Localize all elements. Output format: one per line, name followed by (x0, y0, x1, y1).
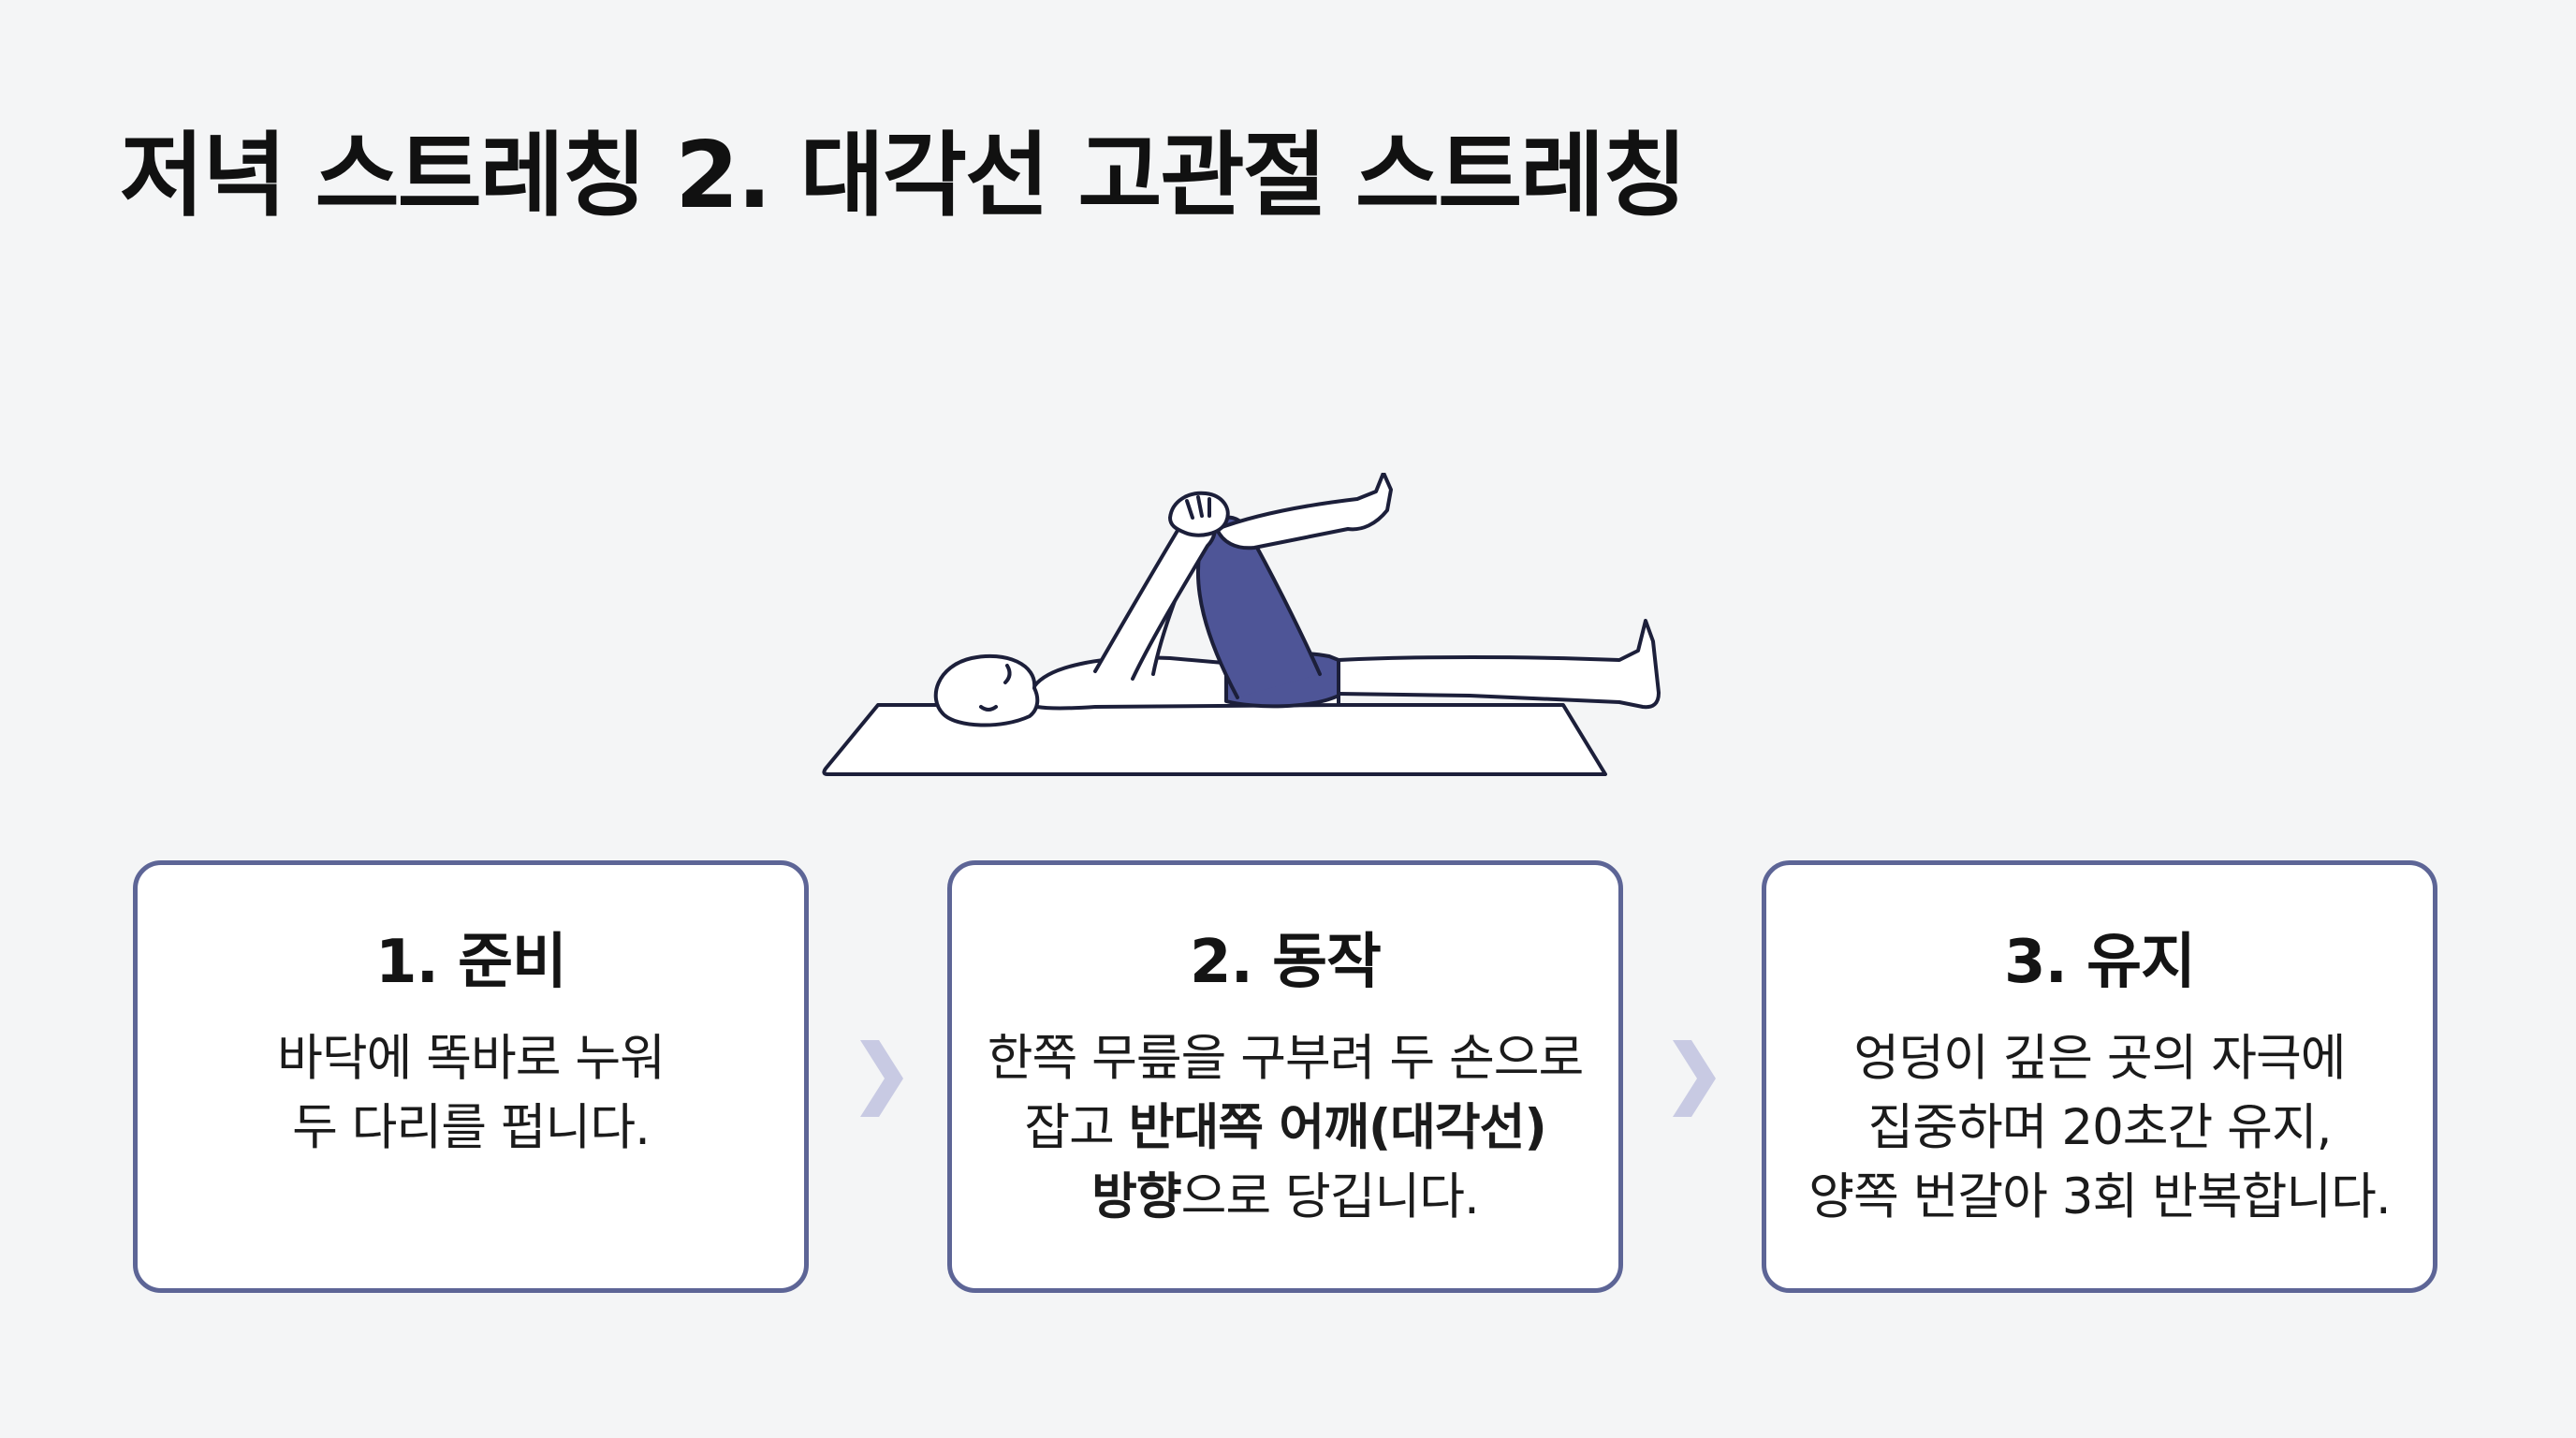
chevron-right-icon (1673, 1040, 1716, 1117)
step-card-hold: 3. 유지 엉덩이 깊은 곳의 자극에 집중하며 20초간 유지, 양쪽 번갈아… (1762, 860, 2437, 1293)
step-text-line: 바닥에 똑바로 누워 (277, 1030, 666, 1087)
step-card-action: 2. 동작 한쪽 무릎을 구부려 두 손으로 잡고 반대쪽 어깨(대각선) 방향… (947, 860, 1623, 1293)
step-title: 1. 준비 (375, 928, 567, 997)
head (933, 653, 1040, 727)
step-card-prepare: 1. 준비 바닥에 똑바로 누워 두 다리를 펍니다. (133, 860, 809, 1293)
straight-leg (1337, 619, 1661, 710)
step-text-line: 양쪽 번갈아 3회 반복합니다. (1808, 1168, 2391, 1225)
step-text-normal: 으로 당깁니다. (1180, 1168, 1480, 1225)
step-text-line: 방향으로 당깁니다. (952, 1163, 1618, 1232)
hands (1168, 491, 1230, 537)
step-description: 엉덩이 깊은 곳의 자극에 집중하며 20초간 유지, 양쪽 번갈아 3회 반복… (1766, 1024, 2433, 1232)
step-description: 한쪽 무릎을 구부려 두 손으로 잡고 반대쪽 어깨(대각선) 방향으로 당깁니… (952, 1024, 1618, 1232)
step-title: 3. 유지 (2004, 928, 2196, 997)
step-text-emphasis: 반대쪽 어깨(대각선) (1128, 1099, 1547, 1156)
step-text-line: 집중하며 20초간 유지, (1867, 1099, 2332, 1156)
chevron-right-icon (860, 1040, 903, 1117)
bent-shin (1215, 473, 1393, 550)
stretch-illustration (822, 473, 1661, 776)
step-text-line: 잡고 반대쪽 어깨(대각선) (952, 1093, 1618, 1163)
page-title: 저녁 스트레칭 2. 대각선 고관절 스트레칭 (120, 123, 1688, 229)
step-title: 2. 동작 (1190, 928, 1382, 997)
step-description: 바닥에 똑바로 누워 두 다리를 펍니다. (138, 1024, 804, 1163)
step-text-normal: 잡고 (1024, 1099, 1129, 1156)
step-text-emphasis: 방향 (1091, 1168, 1182, 1225)
step-text-line: 엉덩이 깊은 곳의 자극에 (1853, 1030, 2346, 1087)
step-text-line: 한쪽 무릎을 구부려 두 손으로 (987, 1030, 1585, 1087)
step-text-line: 두 다리를 펍니다. (292, 1099, 651, 1156)
yoga-mat (822, 703, 1607, 776)
